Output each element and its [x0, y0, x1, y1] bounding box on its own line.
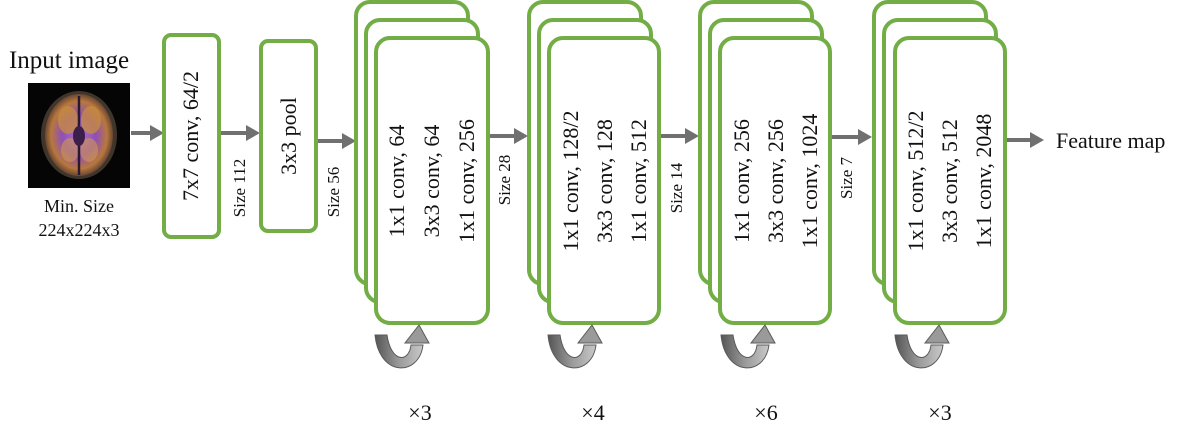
- stage-2: 1x1 conv, 128/2 3x3 conv, 128 1x1 conv, …: [527, 0, 661, 325]
- loop-arrow-icon: [374, 324, 430, 369]
- pool-label: 3x3 pool: [276, 97, 301, 175]
- arrow-stage1-to-stage2: [488, 128, 528, 144]
- stage-3-line-2: 3x3 conv, 256: [763, 119, 788, 243]
- stage-2-line-1: 1x1 conv, 128/2: [558, 111, 583, 252]
- size-28-label: Size 28: [495, 155, 514, 206]
- stage-4: 1x1 conv, 512/2 3x3 conv, 512 1x1 conv, …: [872, 0, 1007, 325]
- stage-3-line-1: 1x1 conv, 256: [729, 119, 754, 243]
- stage-3-repeat-label: ×6: [754, 400, 777, 425]
- loop-arrow-icon: [894, 324, 950, 369]
- conv1-box: [162, 33, 221, 239]
- brain-scan-image: [28, 83, 130, 188]
- stage-4-line-3: 1x1 conv, 2048: [971, 114, 996, 249]
- arrow-stage3-to-stage4: [830, 129, 872, 145]
- stage-4-line-1: 1x1 conv, 512/2: [903, 111, 928, 252]
- pool-box: [259, 39, 318, 233]
- stage-1-repeat-label: ×3: [408, 400, 431, 425]
- stage-3: 1x1 conv, 256 3x3 conv, 256 1x1 conv, 10…: [698, 0, 832, 325]
- size-14-label: Size 14: [667, 162, 686, 213]
- arrow-pool-to-stage1: [317, 133, 356, 149]
- arrow-conv1-to-pool: [219, 125, 260, 141]
- stage-3-front-box: [718, 36, 832, 325]
- stage-4-repeat-label: ×3: [928, 400, 951, 425]
- stage-2-line-3: 1x1 conv, 512: [626, 119, 651, 243]
- conv1-label: 7x7 conv, 64/2: [178, 71, 203, 201]
- arrow-stage4-to-output: [1005, 132, 1044, 148]
- stage-3-line-3: 1x1 conv, 1024: [797, 114, 822, 249]
- input-title: Input image: [9, 47, 129, 74]
- stage-1-line-3: 1x1 conv, 256: [454, 119, 479, 243]
- arrow-stage2-to-stage3: [659, 128, 699, 144]
- loop-arrow-icon: [720, 324, 776, 369]
- arrow-input-to-conv1: [131, 125, 164, 141]
- stage-1-front-box: [374, 36, 490, 325]
- stage-1: 1x1 conv, 64 3x3 conv, 64 1x1 conv, 256: [354, 0, 490, 325]
- stage-1-line-1: 1x1 conv, 64: [384, 125, 409, 238]
- size-112-label: Size 112: [230, 159, 249, 217]
- loop-arrow-icon: [547, 324, 603, 369]
- size-56-label: Size 56: [324, 167, 343, 218]
- input-caption-line2: 224x224x3: [39, 220, 120, 240]
- stage-1-line-2: 3x3 conv, 64: [419, 125, 444, 238]
- stage-2-line-2: 3x3 conv, 128: [592, 119, 617, 243]
- stage-2-repeat-label: ×4: [581, 400, 604, 425]
- size-7-label: Size 7: [837, 156, 856, 199]
- stage-2-front-box: [547, 36, 661, 325]
- input-caption-line1: Min. Size: [44, 196, 114, 216]
- feature-map-label: Feature map: [1056, 128, 1165, 153]
- stage-4-front-box: [893, 36, 1007, 325]
- stage-4-line-2: 3x3 conv, 512: [937, 119, 962, 243]
